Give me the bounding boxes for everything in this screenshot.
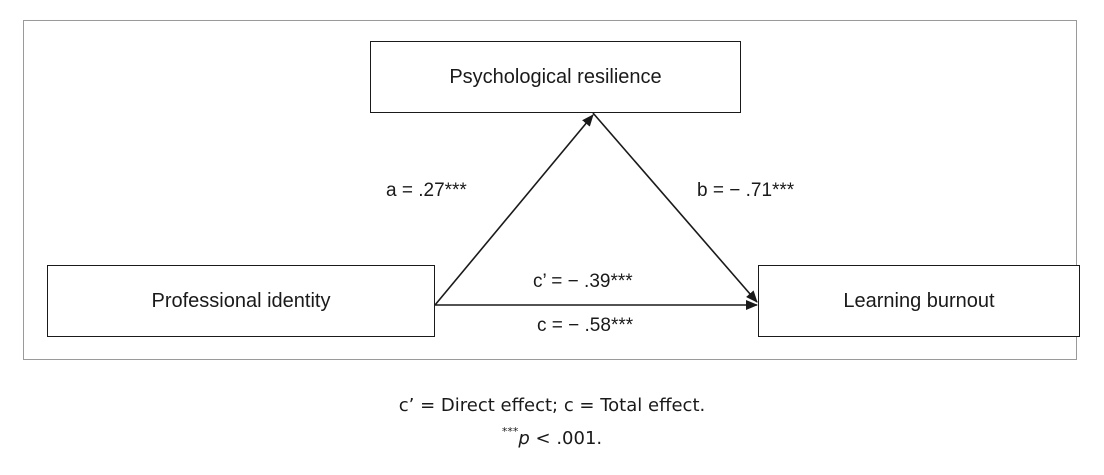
note-stars: *** bbox=[501, 425, 519, 438]
mediator-label: Psychological resilience bbox=[449, 65, 662, 88]
mediator-box: Psychological resilience bbox=[370, 41, 741, 113]
outcome-box: Learning burnout bbox=[758, 265, 1080, 337]
predictor-label: Professional identity bbox=[151, 289, 331, 312]
path-c-prime-label: c’ = − .39*** bbox=[533, 271, 633, 292]
path-c-label: c = − .58*** bbox=[537, 315, 634, 336]
outcome-label: Learning burnout bbox=[843, 289, 995, 312]
path-b-label: b = − .71*** bbox=[697, 180, 795, 201]
note-threshold: < .001. bbox=[529, 428, 603, 449]
note-p: p bbox=[518, 428, 530, 449]
path-a-label: a = .27*** bbox=[386, 180, 467, 201]
arrow-b bbox=[592, 112, 758, 303]
note-effects: c’ = Direct effect; c = Total effect. bbox=[398, 395, 706, 416]
diagram-frame bbox=[23, 20, 1077, 360]
predictor-box: Professional identity bbox=[47, 265, 435, 337]
note-significance: ***p < .001. bbox=[0, 425, 1104, 449]
arrow-a bbox=[434, 114, 594, 306]
